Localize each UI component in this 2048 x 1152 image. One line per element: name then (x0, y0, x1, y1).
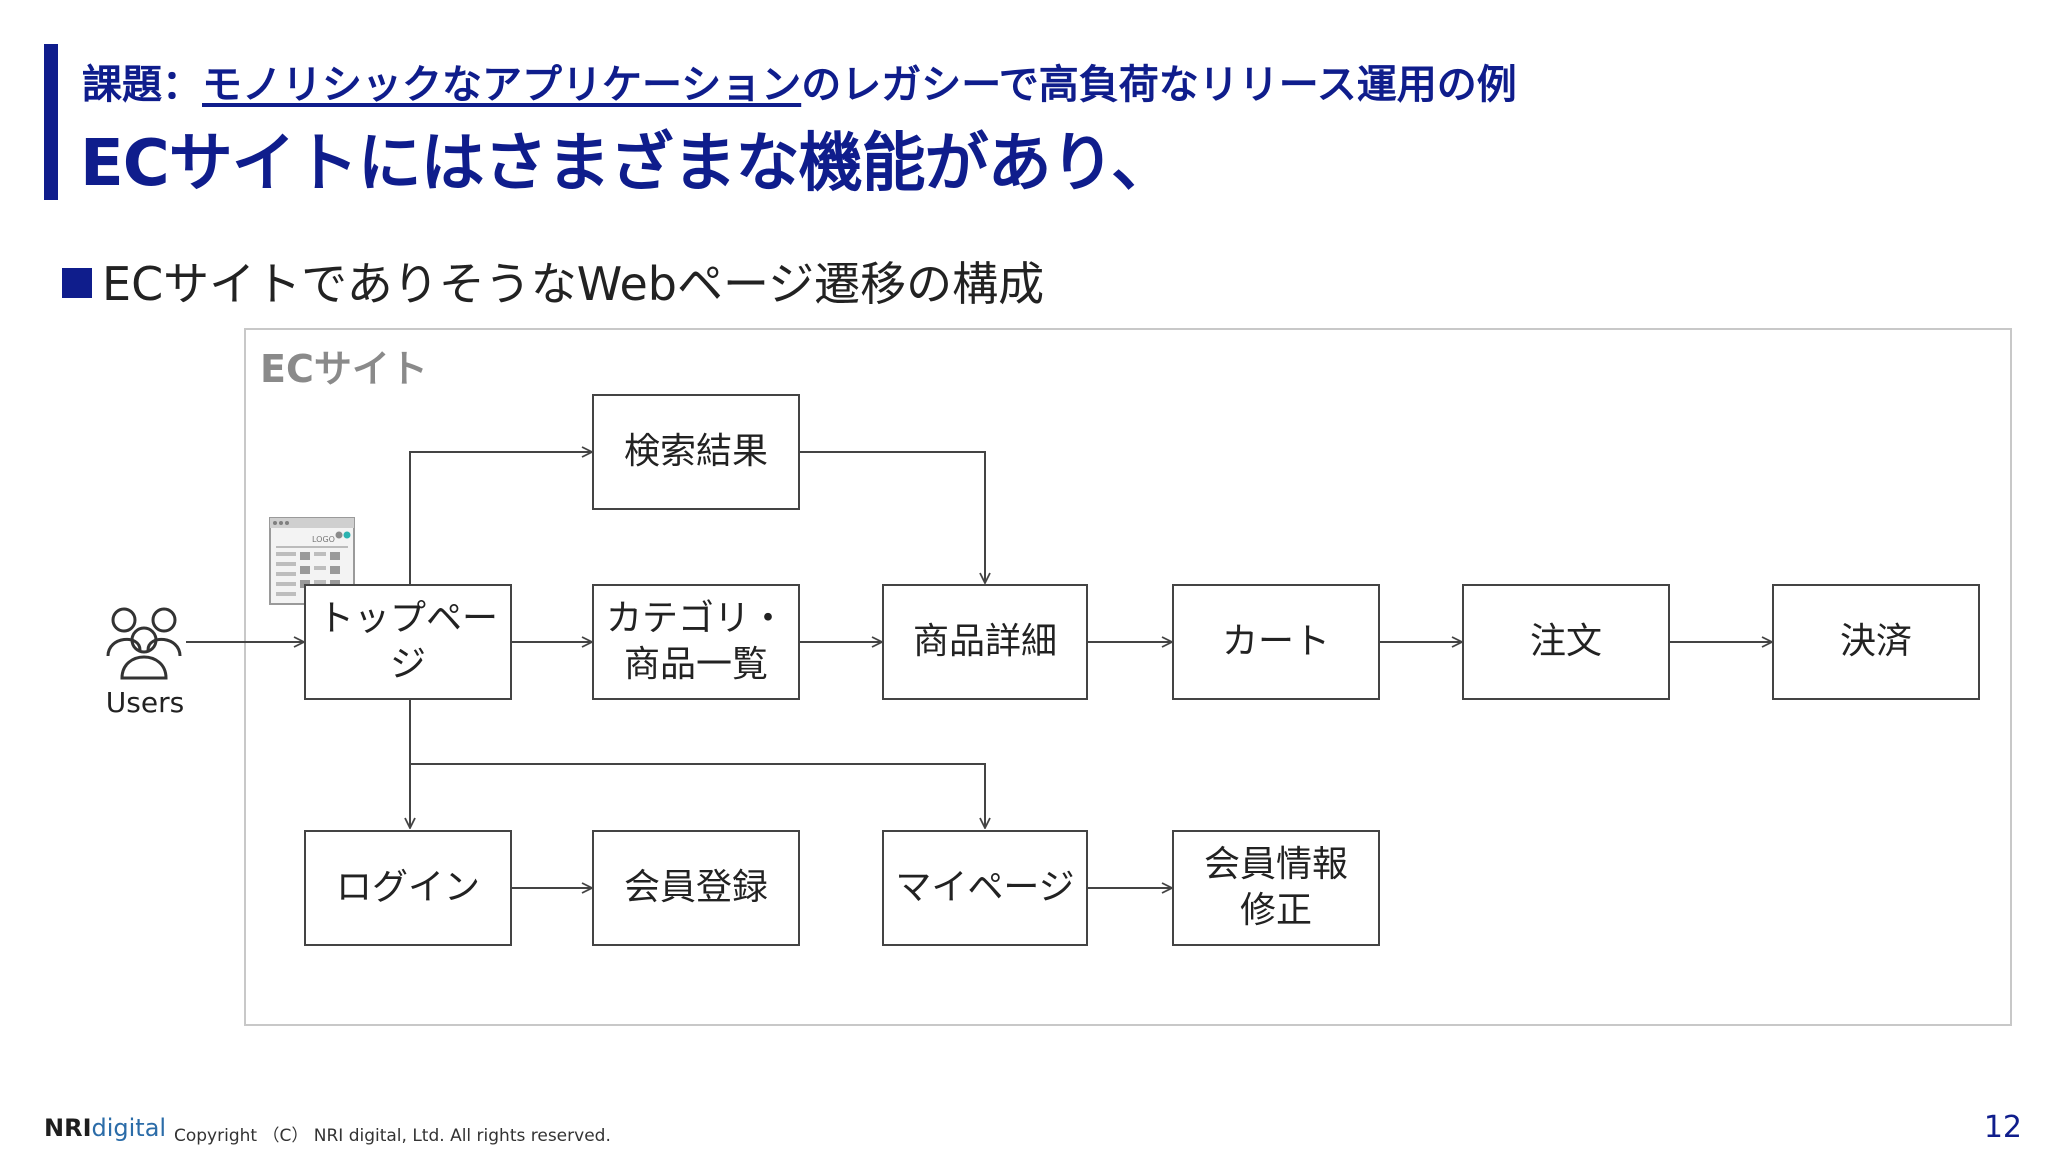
node-order-label: 注文 (1529, 621, 1602, 662)
footer-copyright: Copyright （C） NRI digital, Ltd. All righ… (174, 1126, 611, 1146)
node-my-page-label: マイページ (895, 867, 1075, 908)
subtitle-prefix: 課題： (82, 62, 202, 108)
subtitle-link[interactable]: モノリシックなアプリケーション (202, 62, 802, 108)
node-top-page[interactable]: トップページ (304, 584, 512, 700)
arrow-top-to-mypage (410, 763, 985, 828)
node-category-list[interactable]: カテゴリ・ 商品一覧 (592, 584, 800, 700)
node-member-register[interactable]: 会員登録 (592, 830, 800, 946)
node-login-label: ログイン (335, 867, 480, 908)
title-accent-bar (44, 44, 58, 200)
node-cart[interactable]: カート (1172, 584, 1380, 700)
ec-site-frame (244, 328, 2012, 1026)
node-payment[interactable]: 決済 (1772, 584, 1980, 700)
node-member-register-label: 会員登録 (623, 867, 768, 908)
slide-title: ECサイトにはさまざまな機能があり、 (80, 127, 1175, 201)
arrow-top-to-search (409, 452, 592, 584)
subtitle-suffix: のレガシーで高負荷なリリース運用の例 (801, 62, 1517, 108)
footer-logo: NRIdigital (44, 1114, 166, 1142)
node-cart-label: カート (1221, 621, 1330, 662)
node-login[interactable]: ログイン (304, 830, 512, 946)
arrow-search-to-detail (800, 451, 985, 583)
node-member-edit[interactable]: 会員情報 修正 (1172, 830, 1380, 946)
node-search-results[interactable]: 検索結果 (592, 394, 800, 510)
page-number: 12 (1983, 1110, 2022, 1145)
node-order[interactable]: 注文 (1462, 584, 1670, 700)
section-title: ECサイトでありそうなWebページ遷移の構成 (62, 248, 1044, 314)
node-category-list-label: カテゴリ・ 商品一覧 (605, 598, 786, 685)
section-title-text: ECサイトでありそうなWebページ遷移の構成 (102, 257, 1045, 311)
node-my-page[interactable]: マイページ (882, 830, 1088, 946)
mockup-logo-text: LOGO (312, 535, 335, 544)
footer-logo-nri: NRI (44, 1114, 92, 1142)
footer-logo-digital: digital (91, 1114, 167, 1142)
users-icon (106, 607, 182, 680)
slide-subtitle: 課題：モノリシックなアプリケーションのレガシーで高負荷なリリース運用の例 (82, 52, 1517, 110)
node-member-edit-label: 会員情報 修正 (1203, 844, 1348, 931)
node-product-detail[interactable]: 商品詳細 (882, 584, 1088, 700)
users-label: Users (105, 686, 185, 719)
node-payment-label: 決済 (1839, 621, 1912, 662)
node-search-results-label: 検索結果 (623, 431, 768, 472)
node-top-page-label: トップページ (317, 598, 498, 685)
ec-site-frame-label: ECサイト (260, 347, 428, 391)
node-product-detail-label: 商品詳細 (912, 621, 1057, 662)
square-bullet-icon (62, 268, 92, 298)
